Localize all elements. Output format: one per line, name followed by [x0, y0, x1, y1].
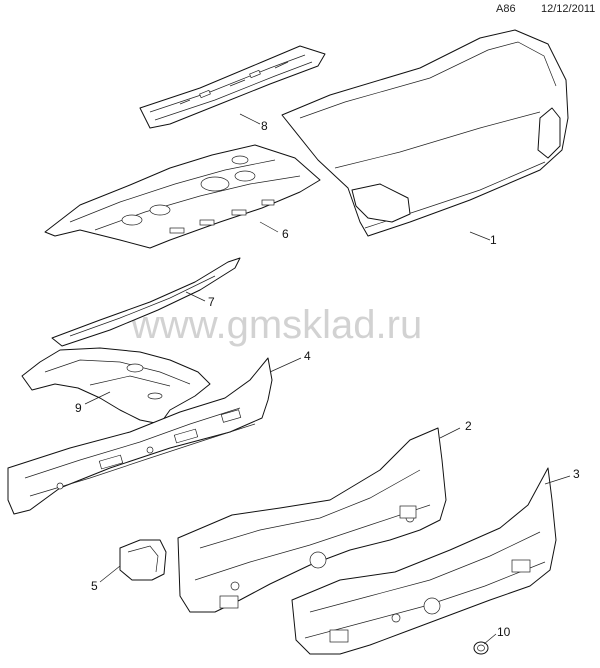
part-10-fastener-nut[interactable]: [473, 641, 489, 655]
diagram-code: A86: [496, 3, 516, 15]
part-7-reinforcement-strip[interactable]: [51, 257, 241, 347]
callout-8: 8: [261, 119, 268, 133]
part-2-rear-end-panel-inner[interactable]: [177, 427, 447, 613]
part-6-rear-floor-panel[interactable]: [44, 144, 321, 249]
callout-5: 5: [91, 579, 98, 593]
part-3-rear-end-panel-outer[interactable]: [291, 467, 557, 655]
watermark: www.gmsklad.ru: [130, 303, 422, 347]
callout-9: 9: [75, 401, 82, 415]
callout-4: 4: [304, 349, 311, 363]
callout-1: 1: [490, 233, 497, 247]
callout-10: 10: [497, 625, 511, 639]
part-8-rear-shelf-panel[interactable]: [139, 45, 326, 129]
part-5-bracket[interactable]: [119, 539, 167, 581]
callout-6: 6: [282, 227, 289, 241]
part-1-trunk-lid[interactable]: [281, 29, 569, 237]
callout-labels: 1 2 3 4 5 6 7 8 9 10: [75, 119, 580, 639]
diagram-date: 12/12/2011: [541, 3, 596, 15]
callout-2: 2: [465, 419, 472, 433]
leader-lines: [84, 113, 571, 645]
part-4-rear-end-panel-lower[interactable]: [7, 357, 273, 515]
part-9-floor-pan-section[interactable]: [21, 347, 211, 425]
callout-7: 7: [208, 295, 215, 309]
callout-3: 3: [573, 467, 580, 481]
